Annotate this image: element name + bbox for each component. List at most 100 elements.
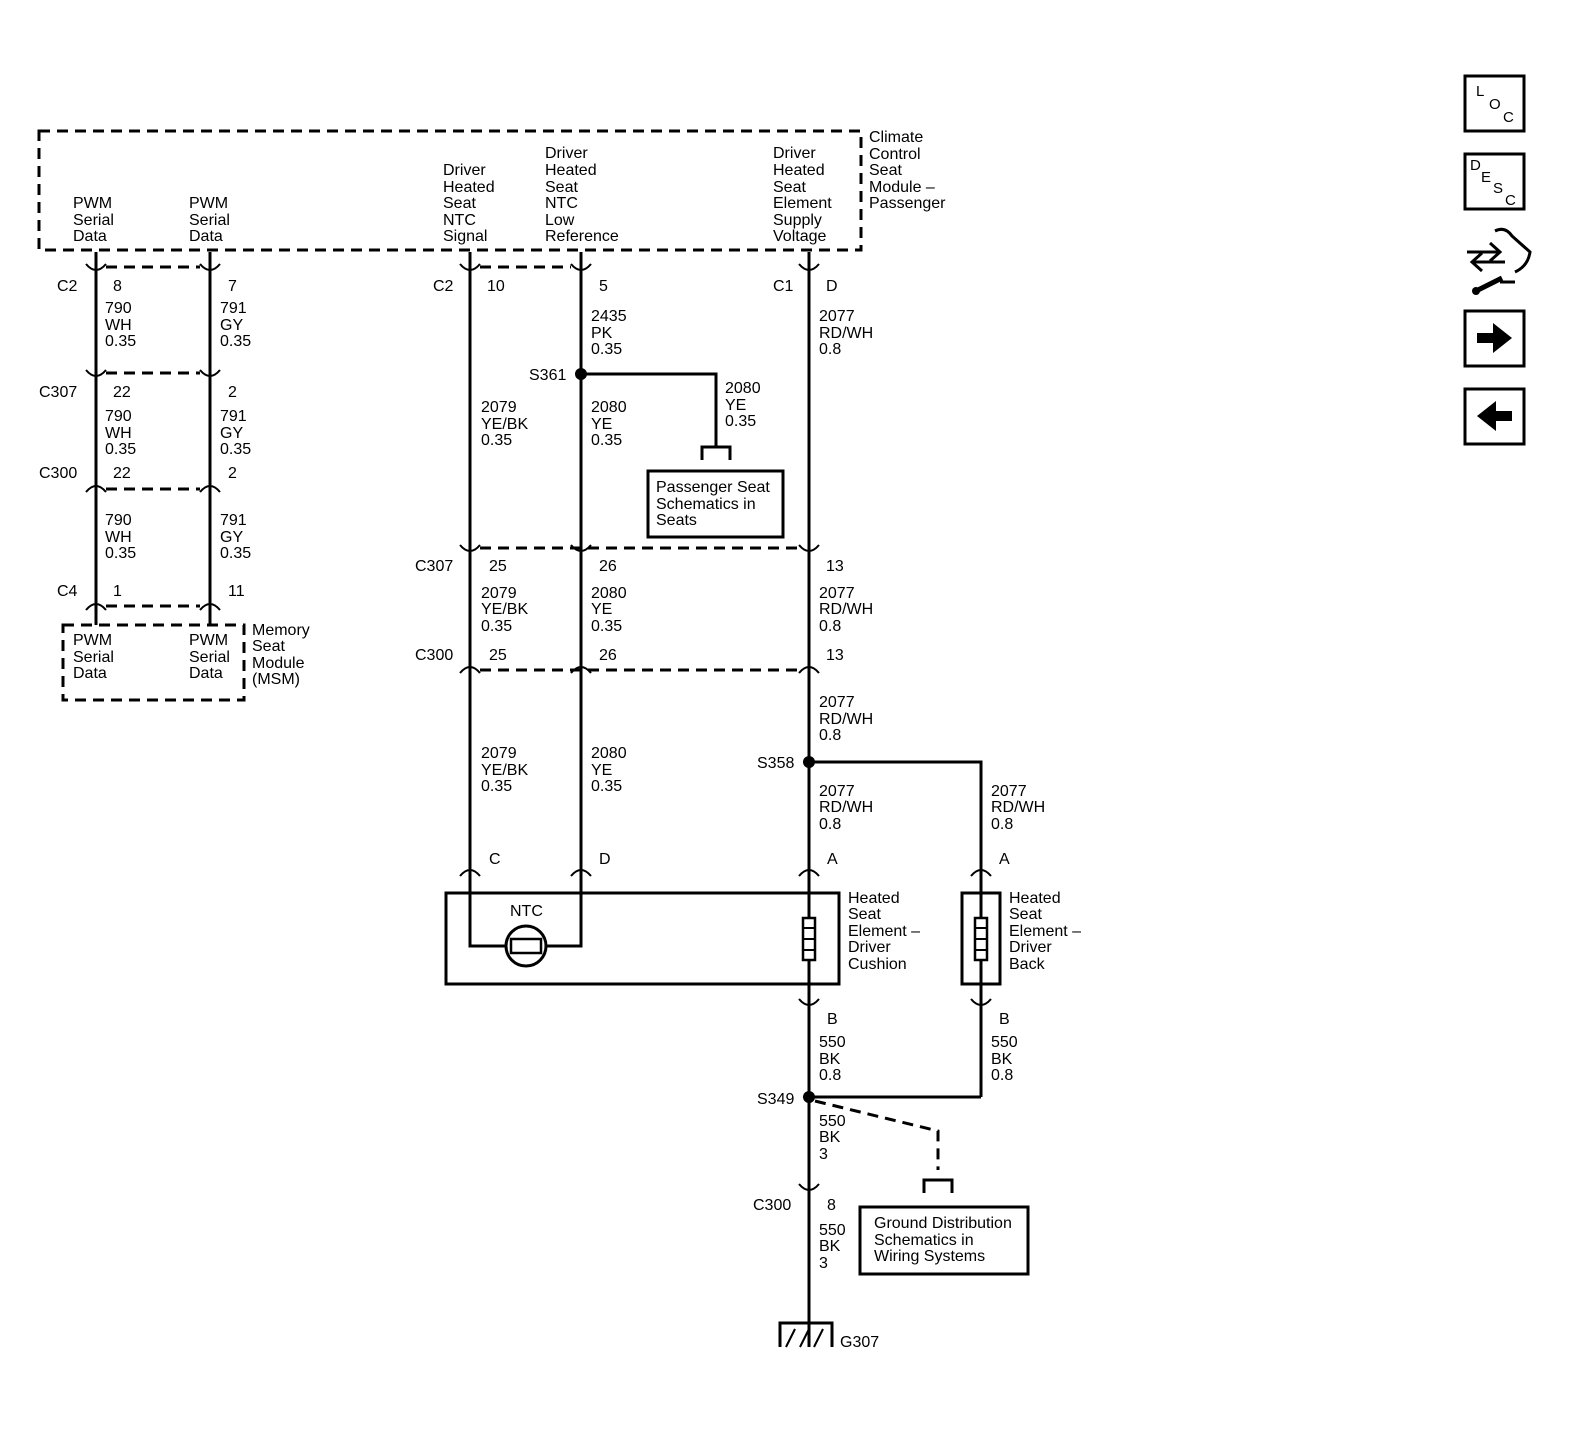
svg-text:2077: 2077 (991, 783, 1027, 800)
connector-c300-left: C300 22 2 (39, 465, 237, 493)
wire-label-791-c: 791 GY 0.35 (220, 512, 251, 562)
svg-text:O: O (1489, 96, 1501, 113)
module-pin-label-ntc-signal: Driver Heated Seat NTC Signal (443, 162, 495, 245)
svg-text:1: 1 (113, 583, 122, 600)
wire-label-2080-a: 2080 YE 0.35 (591, 399, 627, 449)
svg-text:2: 2 (228, 384, 237, 401)
svg-text:791: 791 (220, 408, 247, 425)
svg-text:NTC: NTC (443, 212, 476, 229)
wire-label-790-c: 790 WH 0.35 (105, 512, 136, 562)
svg-text:550: 550 (991, 1034, 1018, 1051)
wire-label-790-a: 790 WH 0.35 (105, 300, 136, 350)
svg-text:WH: WH (105, 317, 132, 334)
svg-text:550: 550 (819, 1034, 846, 1051)
svg-text:Data: Data (73, 228, 107, 245)
svg-text:0.35: 0.35 (591, 618, 622, 635)
svg-text:550: 550 (819, 1222, 846, 1239)
svg-text:(MSM): (MSM) (252, 671, 300, 688)
svg-text:0.35: 0.35 (481, 778, 512, 795)
svg-text:8: 8 (113, 278, 122, 295)
svg-text:GY: GY (220, 529, 243, 546)
svg-text:Data: Data (73, 665, 107, 682)
msm-pin-label-1: PWM Serial Data (73, 632, 114, 682)
svg-text:C300: C300 (753, 1197, 791, 1214)
svg-text:2077: 2077 (819, 694, 855, 711)
svg-text:NTC: NTC (510, 903, 543, 920)
svg-text:791: 791 (220, 300, 247, 317)
svg-text:0.8: 0.8 (819, 816, 841, 833)
connector-c300-middle: C300 25 26 13 (415, 647, 844, 674)
svg-text:Back: Back (1009, 956, 1046, 973)
svg-text:PWM: PWM (73, 195, 112, 212)
svg-text:A: A (999, 851, 1010, 868)
svg-text:2077: 2077 (819, 783, 855, 800)
svg-text:YE/BK: YE/BK (481, 762, 528, 779)
svg-text:RD/WH: RD/WH (991, 799, 1045, 816)
svg-text:D: D (826, 278, 838, 295)
svg-text:0.35: 0.35 (105, 545, 136, 562)
svg-text:Driver: Driver (1009, 939, 1052, 956)
svg-text:550: 550 (819, 1113, 846, 1130)
svg-text:Serial: Serial (189, 649, 230, 666)
svg-text:Supply: Supply (773, 212, 822, 229)
svg-text:C: C (489, 851, 501, 868)
svg-text:C300: C300 (39, 465, 77, 482)
svg-text:GY: GY (220, 425, 243, 442)
svg-text:2077: 2077 (819, 308, 855, 325)
wire-label-2077-a: 2077 RD/WH 0.8 (819, 308, 873, 358)
svg-text:Schematics in: Schematics in (656, 496, 756, 513)
splice-s349: S349 (757, 1000, 983, 1193)
svg-text:790: 790 (105, 300, 132, 317)
connector-seat-bottom: B B (798, 998, 1010, 1028)
loc-button[interactable]: L O C (1463, 74, 1526, 133)
desc-button[interactable]: D E S C (1463, 152, 1526, 211)
module-pin-label-pwm-1: PWM Serial Data (73, 195, 114, 245)
tools-icon[interactable] (1467, 227, 1532, 295)
svg-text:Wiring Systems: Wiring Systems (874, 1248, 985, 1265)
svg-text:PWM: PWM (189, 195, 228, 212)
svg-text:2079: 2079 (481, 399, 517, 416)
wire-label-550-c: 550 BK 3 (819, 1113, 846, 1163)
svg-text:Reference: Reference (545, 228, 619, 245)
svg-text:26: 26 (599, 647, 617, 664)
svg-text:0.35: 0.35 (591, 341, 622, 358)
svg-text:5: 5 (599, 278, 608, 295)
connector-c2-middle: C2 10 5 (433, 263, 608, 295)
wire-label-790-b: 790 WH 0.35 (105, 408, 136, 458)
svg-text:G307: G307 (840, 1334, 879, 1351)
svg-text:C: C (1505, 192, 1516, 209)
svg-text:Seats: Seats (656, 512, 697, 529)
svg-text:Control: Control (869, 146, 921, 163)
svg-text:2079: 2079 (481, 585, 517, 602)
splice-s358: S358 (757, 755, 983, 893)
wire-label-2077-d: 2077 RD/WH 0.8 (819, 783, 873, 833)
svg-text:BK: BK (819, 1051, 841, 1068)
svg-text:2080: 2080 (591, 399, 627, 416)
arrow-left-button[interactable] (1463, 387, 1526, 446)
back-heater-element (973, 893, 989, 1000)
svg-text:YE/BK: YE/BK (481, 416, 528, 433)
passenger-seat-ref-box[interactable]: Passenger Seat Schematics in Seats (646, 469, 785, 539)
svg-text:Seat: Seat (1009, 906, 1042, 923)
svg-text:RD/WH: RD/WH (819, 601, 873, 618)
svg-text:Voltage: Voltage (773, 228, 826, 245)
svg-text:0.35: 0.35 (105, 441, 136, 458)
arrow-right-button[interactable] (1463, 309, 1526, 368)
svg-text:C: C (1503, 109, 1514, 126)
svg-text:BK: BK (819, 1129, 841, 1146)
module-pin-label-supply: Driver Heated Seat Element Supply Voltag… (773, 145, 832, 245)
svg-text:0.35: 0.35 (591, 432, 622, 449)
svg-text:3: 3 (819, 1255, 828, 1272)
wire-label-2079-c: 2079 YE/BK 0.35 (481, 745, 528, 795)
ground-distribution-ref-box[interactable]: Ground Distribution Schematics in Wiring… (858, 1205, 1030, 1276)
svg-text:Element –: Element – (1009, 923, 1081, 940)
module-pin-label-ntc-low: Driver Heated Seat NTC Low Reference (545, 145, 619, 245)
svg-text:Seat: Seat (869, 162, 902, 179)
svg-text:Driver: Driver (848, 939, 891, 956)
svg-text:0.35: 0.35 (481, 432, 512, 449)
svg-text:2079: 2079 (481, 745, 517, 762)
svg-text:Element: Element (773, 195, 832, 212)
svg-text:Driver: Driver (443, 162, 486, 179)
svg-text:7: 7 (228, 278, 237, 295)
svg-text:A: A (827, 851, 838, 868)
